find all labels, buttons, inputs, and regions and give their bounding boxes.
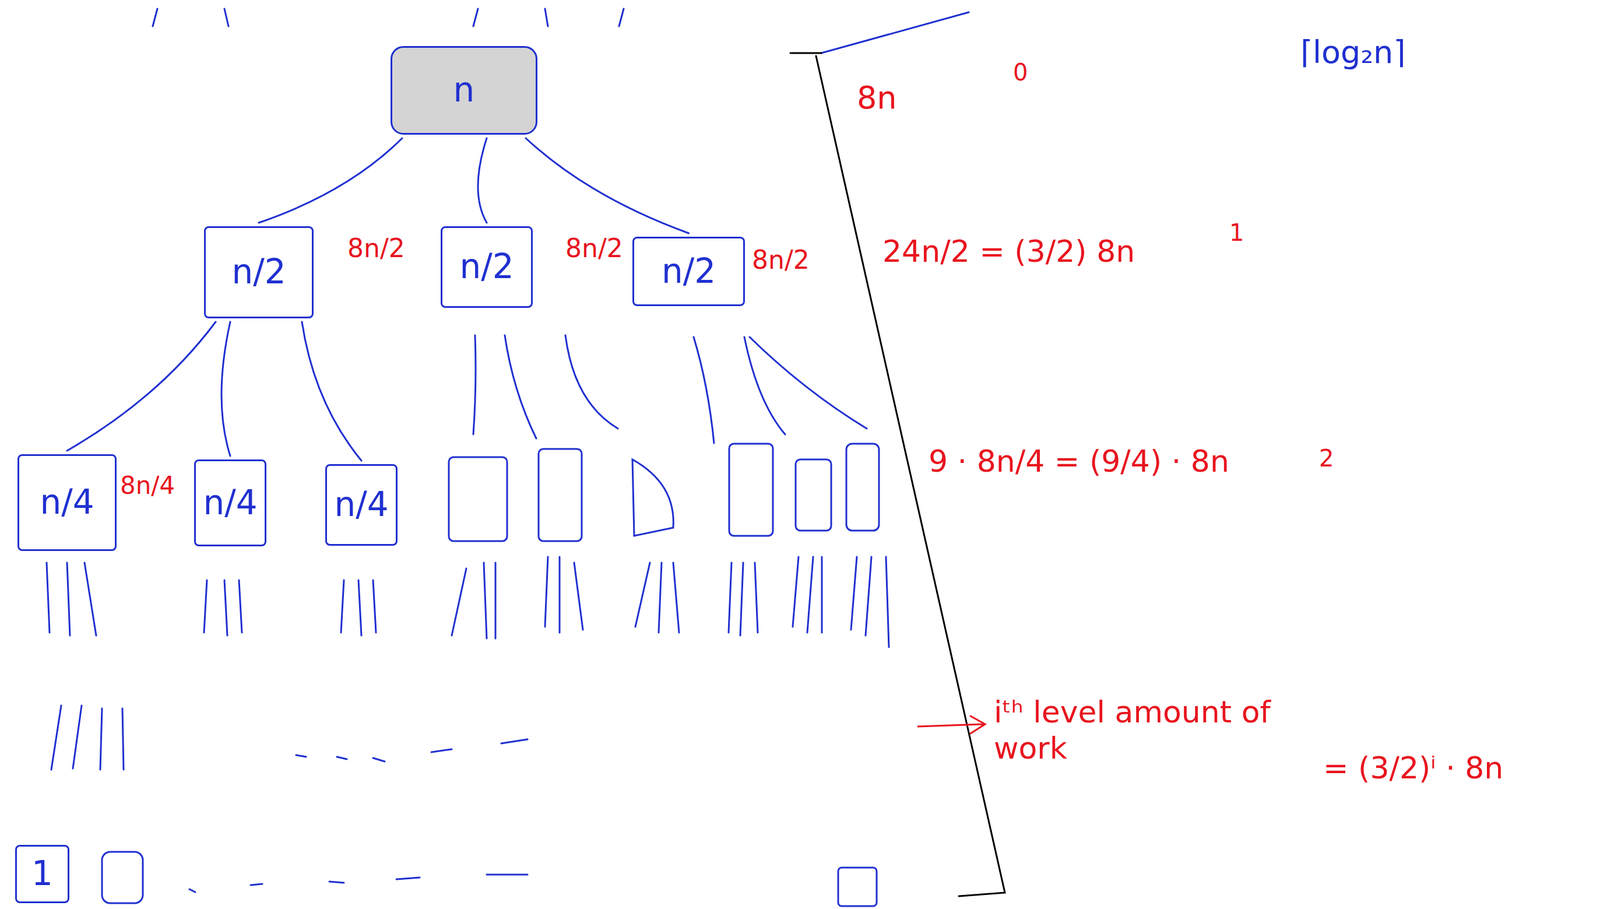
box-label: n/4	[333, 486, 389, 524]
tree-branch	[477, 138, 487, 223]
height-note: ⌈log₂n⌉	[1300, 33, 1406, 72]
box-label: n/4	[202, 484, 258, 522]
empty-box	[846, 443, 879, 531]
empty-box	[838, 867, 877, 906]
box-label: n/2	[459, 248, 514, 286]
ellipsis-dashes	[189, 874, 528, 892]
level-index: 2	[1319, 444, 1334, 473]
subproblem-box: n/4	[17, 454, 117, 551]
node-work: 8n/2	[347, 233, 406, 265]
cut-off-stroke	[152, 8, 969, 54]
node-work: 8n/2	[751, 244, 810, 276]
empty-box	[102, 851, 143, 903]
subproblem-box: n/2	[204, 226, 314, 319]
level-work: 9 · 8n/4 = (9/4) · 8n	[928, 442, 1230, 480]
tree-branch	[525, 138, 689, 234]
branch-stubs	[46, 556, 889, 647]
empty-box	[729, 443, 773, 536]
level-work: 24n/2 = (3/2) 8n	[882, 233, 1135, 270]
node-work: 8n/2	[565, 233, 624, 265]
tree-branch	[693, 336, 867, 443]
tree-branch	[221, 321, 231, 456]
empty-box	[632, 459, 674, 536]
level-note: iᵗʰ level amount of work	[993, 693, 1344, 767]
level-index: 1	[1229, 218, 1244, 247]
branch-stubs	[51, 705, 124, 770]
empty-box	[538, 448, 582, 541]
empty-box	[795, 459, 832, 531]
tree-branch	[473, 335, 618, 439]
tree-branch	[258, 138, 403, 223]
subproblem-box: n/2	[440, 226, 533, 308]
tree-branch	[301, 321, 362, 461]
pointer-arrow	[918, 715, 986, 734]
box-label: n/2	[661, 252, 716, 291]
root-box: n	[390, 46, 538, 135]
level-work: 8n	[856, 79, 898, 118]
level-index: 0	[1013, 58, 1028, 87]
base-case-box: 1	[15, 844, 70, 903]
node-work: 8n/4	[120, 470, 175, 501]
box-label: 1	[31, 855, 54, 893]
empty-box	[448, 456, 508, 541]
subproblem-box: n/2	[632, 236, 745, 307]
subproblem-box: n/4	[194, 459, 267, 547]
box-label: n	[453, 71, 476, 109]
box-label: n/2	[231, 253, 286, 291]
tree-branch	[67, 321, 216, 451]
ellipsis-dashes	[296, 739, 528, 762]
subproblem-box: n/4	[325, 463, 398, 546]
level-formula: = (3/2)ⁱ · 8n	[1323, 749, 1504, 786]
box-label: n/4	[39, 483, 94, 522]
